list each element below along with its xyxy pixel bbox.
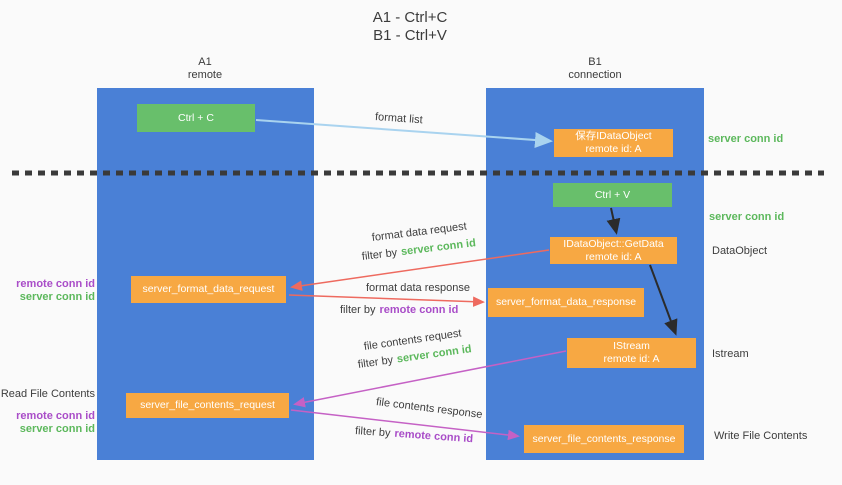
right-label-istream: Istream <box>712 348 749 360</box>
filter-by-text: filter by <box>357 354 394 371</box>
filter-by-text: filter by <box>354 425 391 440</box>
server-format-data-response-label: server_format_data_response <box>495 296 637 308</box>
right-label-write-file-contents: Write File Contents <box>714 430 808 442</box>
save-dataobject-line1: 保存IDataObject <box>575 130 652 142</box>
label-file-contents-response: file contents response <box>375 396 484 422</box>
title-line-2: B1 - Ctrl+V <box>373 27 447 44</box>
server-conn-id-text: server conn id <box>400 237 477 259</box>
right-label-dataobject: DataObject <box>712 245 768 257</box>
remote-conn-id-text: remote conn id <box>393 427 474 446</box>
diagram-title: A1 - Ctrl+C B1 - Ctrl+V <box>320 9 500 45</box>
filter-by-text: filter by <box>361 246 398 263</box>
node-idataobject-getdata: IDataObject::GetData remote id: A <box>550 237 677 264</box>
ctrl-c-label: Ctrl + C <box>178 111 214 124</box>
left-label-server-conn-id-2: server conn id <box>19 423 95 435</box>
save-dataobject-line2: remote id: A <box>585 143 642 155</box>
lane-a1-name: A1 <box>198 56 212 68</box>
right-label-server-conn-id-1: server conn id <box>708 133 784 145</box>
lane-a1-role: remote <box>187 69 223 81</box>
getdata-line2: remote id: A <box>585 250 642 263</box>
server-file-contents-request-label: server_file_contents_request <box>140 399 275 411</box>
lane-header-a1: A1 remote <box>155 56 255 82</box>
node-ctrl-v: Ctrl + V <box>553 183 672 207</box>
title-line-1: A1 - Ctrl+C <box>372 9 448 26</box>
lane-b1-role: connection <box>568 69 622 81</box>
left-label-read-file-contents: Read File Contents <box>0 388 95 400</box>
left-label-remote-conn-id-2: remote conn id <box>16 410 95 422</box>
node-server-file-contents-response: server_file_contents_response <box>524 425 684 453</box>
remote-conn-id-text: remote conn id <box>379 304 459 316</box>
istream-line1: IStream <box>613 340 650 352</box>
lane-header-b1: B1 connection <box>545 56 645 82</box>
node-save-dataobject: 保存IDataObject remote id: A <box>554 129 673 157</box>
right-label-server-conn-id-2: server conn id <box>709 211 785 223</box>
node-ctrl-c: Ctrl + C <box>137 104 255 132</box>
lane-b1-name: B1 <box>588 56 602 68</box>
left-label-server-conn-id-1: server conn id <box>19 291 95 303</box>
istream-line2: remote id: A <box>603 353 660 365</box>
ctrl-v-label: Ctrl + V <box>594 188 631 201</box>
node-istream: IStream remote id: A <box>567 338 696 368</box>
getdata-line1: IDataObject::GetData <box>563 237 664 250</box>
node-server-format-data-request: server_format_data_request <box>131 276 286 303</box>
label-format-list: format list <box>374 111 424 127</box>
left-label-remote-conn-id-1: remote conn id <box>16 278 95 290</box>
node-server-format-data-response: server_format_data_response <box>488 288 644 317</box>
filter-by-text: filter by <box>340 304 376 316</box>
label-format-data-response: format data response <box>366 282 470 294</box>
server-file-contents-response-label: server_file_contents_response <box>532 432 676 445</box>
arrow-format-data-response <box>288 294 485 307</box>
node-server-file-contents-request: server_file_contents_request <box>126 393 289 418</box>
server-format-data-request-label: server_format_data_request <box>142 283 275 295</box>
